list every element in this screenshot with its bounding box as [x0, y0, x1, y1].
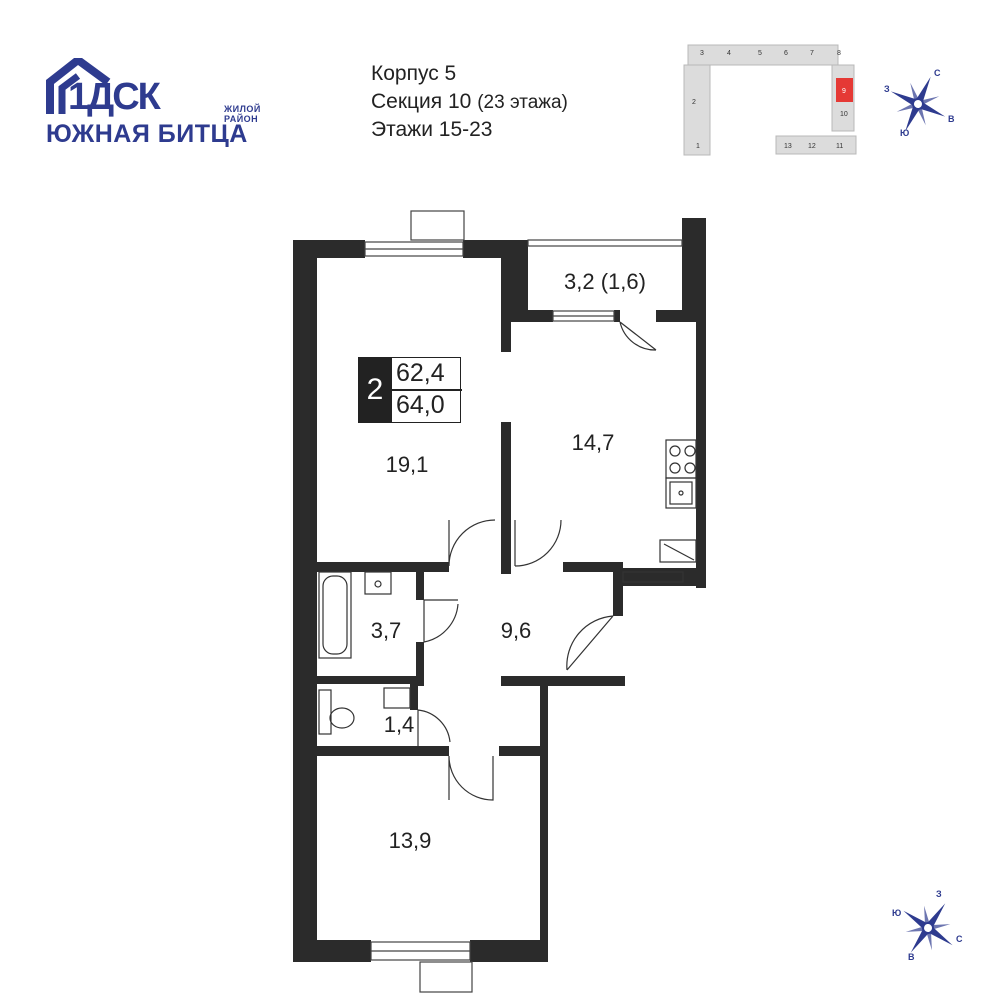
section-floors: (23 этажа) — [477, 92, 568, 113]
room-area-hall: 9,6 — [500, 618, 532, 643]
kp-11: 11 — [836, 143, 843, 150]
compass-bottom-e: В — [908, 952, 915, 962]
kp-5: 5 — [758, 50, 762, 57]
kp-1: 1 — [696, 143, 700, 150]
compass-bottom-n: С — [956, 934, 963, 944]
logo-brand: 1ДСК — [68, 76, 161, 118]
rooms-count: 2 — [358, 357, 392, 423]
key-plan-highlight — [836, 78, 853, 102]
compass-bottom-icon: З Ю С В — [892, 889, 963, 962]
kp-8: 8 — [837, 50, 841, 57]
kp-10: 10 — [840, 111, 848, 118]
windows — [364, 210, 683, 993]
fixtures — [318, 439, 697, 735]
area-separator — [392, 389, 462, 391]
kp-13: 13 — [784, 143, 792, 150]
compass-top-n: С — [934, 68, 941, 78]
room-area-bedroom: 13,9 — [388, 828, 432, 853]
compass-top-w: З — [884, 84, 890, 94]
compass-bottom-w: З — [936, 889, 942, 899]
kp-4: 4 — [727, 50, 731, 57]
kp-6: 6 — [784, 50, 788, 57]
room-area-bathroom: 3,7 — [370, 618, 402, 643]
logo-district: ЮЖНАЯ БИТЦА — [46, 120, 248, 148]
compass-top-icon: С З В Ю — [884, 68, 955, 138]
compass-top-e: В — [948, 114, 955, 124]
room-area-kitchen: 14,7 — [571, 430, 615, 455]
compass-bottom-s: Ю — [892, 908, 901, 918]
floors-label: Этажи 15-23 — [371, 118, 493, 141]
logo: 1ДСК ЖИЛОЙ РАЙОН ЮЖНАЯ БИТЦА — [46, 58, 286, 148]
section-label: Секция 10 — [371, 90, 472, 113]
kp-7: 7 — [810, 50, 814, 57]
section-line: Секция 10 (23 этажа) — [371, 90, 568, 114]
total-area: 64,0 — [396, 391, 445, 419]
doors — [417, 321, 657, 801]
kp-12: 12 — [808, 143, 816, 150]
room-area-living: 19,1 — [385, 452, 429, 477]
building-label: Корпус 5 — [371, 62, 457, 85]
room-area-toilet: 1,4 — [383, 712, 415, 737]
room-area-balcony: 3,2 (1,6) — [564, 269, 646, 294]
logo-tagline: ЖИЛОЙ РАЙОН — [224, 104, 261, 124]
living-area: 62,4 — [396, 359, 445, 387]
walls — [293, 218, 706, 962]
compass-top-s: Ю — [900, 128, 909, 138]
kp-3: 3 — [700, 50, 704, 57]
kp-2: 2 — [692, 99, 696, 106]
logo-house-icon — [46, 58, 111, 114]
apartment-badge: 2 62,4 64,0 — [358, 357, 462, 423]
kp-9: 9 — [842, 88, 846, 95]
key-plan: 3 4 5 6 7 8 2 1 9 10 13 12 11 — [683, 44, 857, 156]
